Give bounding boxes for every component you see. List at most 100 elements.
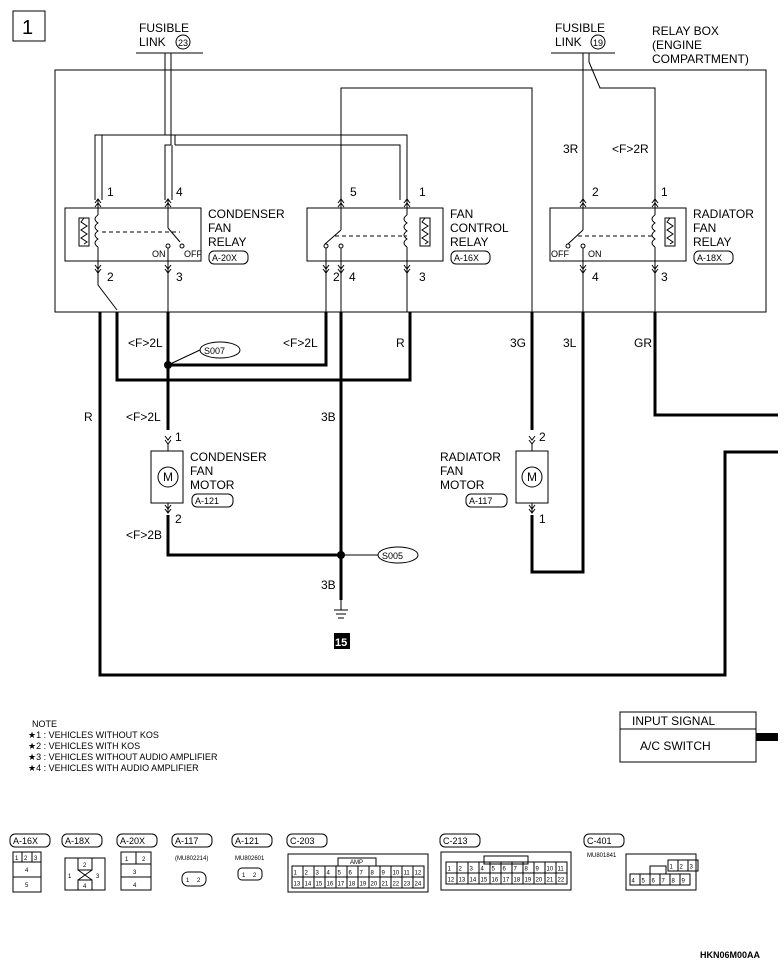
svg-text:1: 1 bbox=[107, 185, 114, 199]
connector-pin-label: 16 bbox=[492, 878, 499, 884]
svg-text:M: M bbox=[527, 470, 537, 484]
wire-label: R bbox=[396, 336, 405, 350]
connector-pin-label: 3 bbox=[470, 867, 474, 873]
connector-pin-label: 6 bbox=[503, 867, 507, 873]
splice-s007: S007 bbox=[164, 341, 241, 369]
connector-pin-label: 8 bbox=[672, 879, 676, 885]
svg-text:FUSIBLE: FUSIBLE bbox=[139, 21, 189, 35]
svg-text:2: 2 bbox=[175, 512, 182, 526]
svg-text:2: 2 bbox=[83, 863, 87, 869]
svg-text:FUSIBLE: FUSIBLE bbox=[555, 21, 605, 35]
connector-pin-label: 9 bbox=[682, 879, 686, 885]
svg-text:23: 23 bbox=[178, 38, 188, 48]
page-number-box bbox=[12, 10, 46, 42]
svg-text:1: 1 bbox=[661, 185, 668, 199]
svg-text:1: 1 bbox=[15, 856, 19, 862]
svg-text:A-117: A-117 bbox=[469, 496, 492, 506]
svg-text:1: 1 bbox=[242, 873, 246, 879]
fusible-link-19: FUSIBLE LINK 19 bbox=[551, 21, 615, 54]
svg-text:(MU802214): (MU802214) bbox=[175, 856, 208, 862]
wire-label-3r: 3R bbox=[563, 142, 579, 156]
svg-text:★4 : VEHICLES WITH AUDIO AMPLI: ★4 : VEHICLES WITH AUDIO AMPLIFIER bbox=[28, 763, 199, 773]
svg-text:1: 1 bbox=[419, 185, 426, 199]
connector-a-16x: A-16X 1 2 3 4 5 bbox=[9, 833, 51, 893]
svg-text:1: 1 bbox=[539, 512, 546, 526]
svg-text:A-18X: A-18X bbox=[697, 253, 722, 263]
svg-text:MU801841: MU801841 bbox=[587, 853, 617, 859]
notes: NOTE ★1 : VEHICLES WITHOUT KOS ★2 : VEHI… bbox=[28, 719, 218, 773]
connector-pin-cell bbox=[687, 859, 699, 872]
svg-text:A-20X: A-20X bbox=[120, 836, 145, 846]
connector-pin-label: 7 bbox=[514, 867, 518, 873]
svg-text:FAN: FAN bbox=[208, 221, 231, 235]
wire-label: <F>2L bbox=[283, 336, 318, 350]
input-signal-box: INPUT SIGNAL A/C SWITCH bbox=[619, 711, 778, 763]
connector-pin-label: 20 bbox=[371, 882, 378, 888]
connector-pin-label: 17 bbox=[338, 882, 345, 888]
svg-text:3: 3 bbox=[133, 870, 137, 876]
connector-pin-label: 6 bbox=[349, 871, 353, 877]
svg-text:RADIATOR: RADIATOR bbox=[440, 450, 501, 464]
connector-pin-label: 14 bbox=[470, 878, 477, 884]
figure-code: HKN06M00AA bbox=[700, 950, 761, 960]
svg-text:★3 : VEHICLES WITHOUT AUDIO AM: ★3 : VEHICLES WITHOUT AUDIO AMPLIFIER bbox=[28, 752, 218, 762]
svg-text:2: 2 bbox=[253, 873, 257, 879]
connector-pin-label: 4 bbox=[481, 867, 485, 873]
connector-pin-label: 6 bbox=[652, 879, 656, 885]
svg-text:RELAY: RELAY bbox=[208, 235, 246, 249]
connector-pin-cell bbox=[555, 872, 568, 885]
connector-pin-cell bbox=[679, 873, 691, 886]
svg-text:2: 2 bbox=[197, 878, 201, 884]
relay-box-label: RELAY BOX (ENGINE COMPARTMENT) bbox=[652, 24, 749, 66]
connector-pin-label: 9 bbox=[536, 867, 540, 873]
svg-text:A-121: A-121 bbox=[235, 836, 259, 846]
svg-text:MOTOR: MOTOR bbox=[440, 478, 485, 492]
ground-number: 15 bbox=[335, 637, 347, 649]
connector-pin-label: 11 bbox=[404, 871, 411, 877]
svg-text:FAN: FAN bbox=[190, 464, 213, 478]
fusible-link-23: FUSIBLE LINK 23 bbox=[136, 21, 203, 54]
svg-text:ON: ON bbox=[152, 249, 166, 259]
fan-control-relay: 5 1 2 4 3 FAN CONTROL RELAY A-16X bbox=[306, 185, 509, 284]
connector-pin-label: 3 bbox=[316, 871, 320, 877]
connector-pin-label: 1 bbox=[670, 865, 674, 871]
connector-pin-label: 14 bbox=[305, 882, 312, 888]
ground-symbol: 15 bbox=[334, 600, 350, 649]
svg-text:3: 3 bbox=[176, 270, 183, 284]
svg-text:2: 2 bbox=[592, 185, 599, 199]
wire-label: 3B bbox=[321, 410, 336, 424]
svg-text:FAN: FAN bbox=[440, 464, 463, 478]
svg-text:S005: S005 bbox=[382, 551, 403, 561]
svg-text:3: 3 bbox=[34, 856, 38, 862]
svg-text:4: 4 bbox=[176, 185, 183, 199]
svg-text:★2 : VEHICLES WITH KOS: ★2 : VEHICLES WITH KOS bbox=[28, 741, 140, 751]
svg-text:3: 3 bbox=[419, 270, 426, 284]
connector-pin-label: 16 bbox=[327, 882, 334, 888]
svg-text:19: 19 bbox=[593, 38, 603, 48]
svg-text:FAN: FAN bbox=[450, 207, 473, 221]
connector-pin-label: 5 bbox=[492, 867, 496, 873]
svg-text:2: 2 bbox=[539, 430, 546, 444]
svg-text:A-121: A-121 bbox=[195, 496, 219, 506]
connector-pin-label: 2 bbox=[305, 871, 309, 877]
connector-pin-label: 15 bbox=[316, 882, 323, 888]
svg-text:M: M bbox=[163, 470, 173, 484]
svg-text:RELAY: RELAY bbox=[693, 235, 731, 249]
svg-text:A-117: A-117 bbox=[175, 836, 198, 846]
svg-text:MOTOR: MOTOR bbox=[190, 478, 235, 492]
svg-text:OFF: OFF bbox=[551, 249, 569, 259]
svg-text:RADIATOR: RADIATOR bbox=[693, 207, 754, 221]
svg-text:CONTROL: CONTROL bbox=[450, 221, 509, 235]
connector-pin-label: 5 bbox=[338, 871, 342, 877]
svg-text:A/C SWITCH: A/C SWITCH bbox=[640, 739, 711, 753]
condenser-fan-relay: 1 4 ON OFF 2 3 CONDENSER FAN RELAY A-20X bbox=[64, 185, 285, 284]
connector-pin-label: 1 bbox=[294, 871, 298, 877]
svg-text:C-203: C-203 bbox=[290, 836, 315, 846]
connector-pin-label: 21 bbox=[382, 882, 389, 888]
connector-pin-label: 24 bbox=[415, 882, 422, 888]
svg-text:MU802601: MU802601 bbox=[235, 856, 265, 862]
condenser-fan-motor: 1 M 2 CONDENSER FAN MOTOR A-121 bbox=[150, 430, 267, 526]
